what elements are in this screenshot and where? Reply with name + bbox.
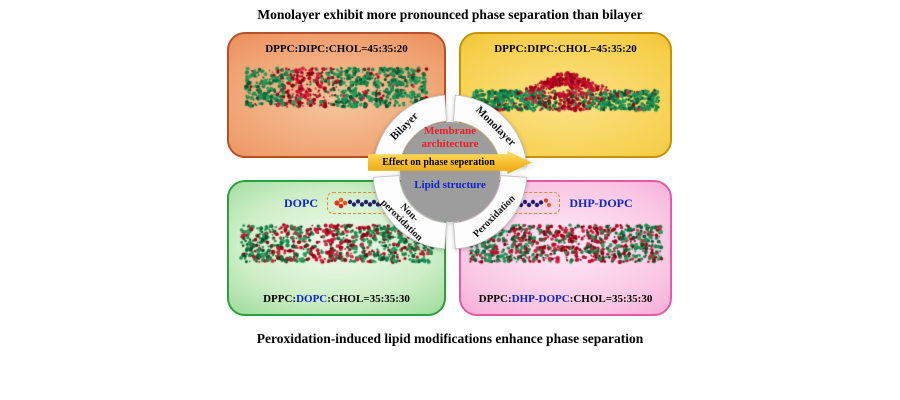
molecule-name-dhp-dopc: DHP-DOPC — [569, 195, 633, 210]
comp-prefix: DPPC: — [263, 293, 297, 305]
ring-segment-sw — [372, 175, 447, 250]
ring-segment-nw — [372, 94, 447, 169]
comp-highlight: DOPC — [296, 293, 328, 305]
composition-label-peroxidation: DPPC:DHP-DOPC:CHOL=35:35:30 — [479, 293, 653, 305]
hub-membrane-architecture-label: Membrane architecture — [421, 125, 479, 150]
panel-bilayer: DPPC:DIPC:CHOL=45:35:20 — [227, 32, 446, 158]
composition-label-non-peroxidation: DPPC:DOPC:CHOL=35:35:30 — [263, 293, 410, 305]
ring-segment-se — [453, 175, 528, 250]
right-arrow-icon — [368, 151, 532, 174]
comp-suffix: :CHOL=35:35:30 — [327, 293, 410, 305]
bottom-title: Peroxidation-induced lipid modifications… — [256, 331, 644, 346]
effect-arrow-banner: Effect on phase seperation — [368, 151, 532, 174]
phase-separation-hub: Bilayer Monolayer Non-peroxidation Perox… — [368, 94, 532, 250]
membrane-snapshot-monolayer — [469, 62, 662, 120]
comp-prefix: DPPC: — [478, 293, 512, 305]
hub-center-circle — [400, 122, 500, 222]
effect-arrow-label: Effect on phase seperation — [382, 157, 495, 168]
ring-segment-ne — [453, 94, 528, 169]
top-title: Monolayer exhibit more pronounced phase … — [257, 7, 643, 22]
composition-label-monolayer: DPPC:DIPC:CHOL=45:35:20 — [494, 43, 637, 55]
dopc-molecule-icon — [334, 197, 381, 209]
comp-highlight: DHP-DOPC — [511, 293, 570, 305]
membrane-snapshot-bilayer — [242, 62, 431, 114]
molecule-name-dopc: DOPC — [284, 195, 318, 210]
hub-ring — [372, 94, 528, 250]
comp-suffix: :CHOL=35:35:30 — [569, 293, 653, 305]
hub-lipid-structure-label: Lipid structure — [414, 179, 486, 191]
composition-label-bilayer: DPPC:DIPC:CHOL=45:35:20 — [265, 43, 408, 55]
